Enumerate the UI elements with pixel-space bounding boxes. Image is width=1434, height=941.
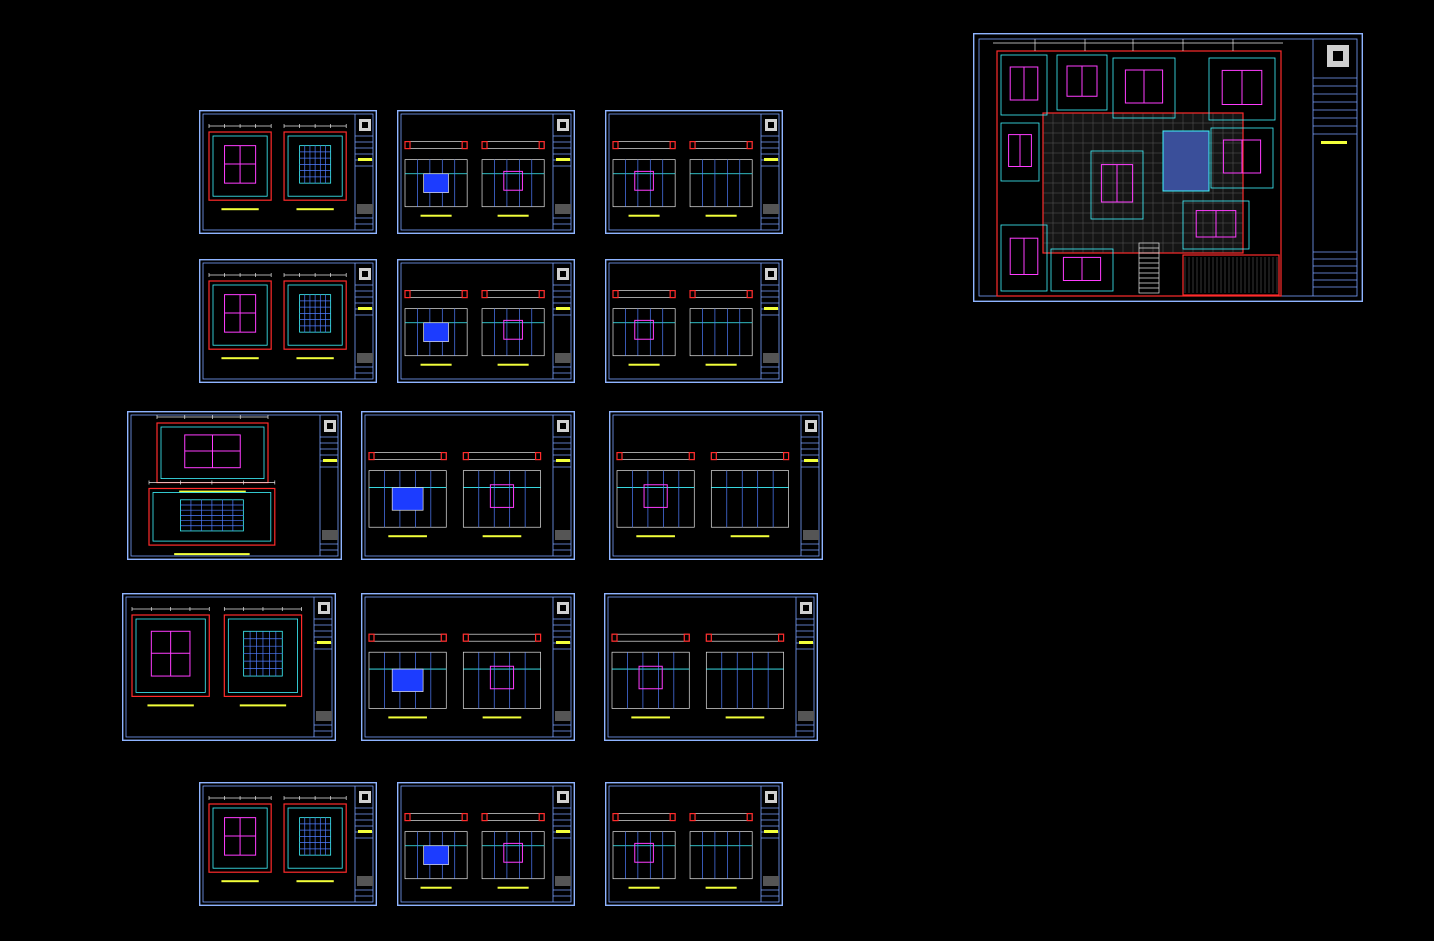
drawing-sheet-s4[interactable] [198, 258, 378, 383]
sheet-drawing [198, 258, 378, 383]
drawing-sheet-s10[interactable] [121, 592, 337, 742]
drawing-sheet-s11[interactable] [360, 592, 576, 742]
drawing-sheet-s1[interactable] [198, 109, 378, 234]
sheet-drawing [604, 109, 784, 234]
sheet-drawing [360, 410, 576, 561]
drawing-sheet-s6[interactable] [604, 258, 784, 383]
drawing-sheet-s5[interactable] [396, 258, 576, 383]
sheet-drawing [121, 592, 337, 742]
sheet-drawing [603, 592, 819, 742]
sheet-drawing [360, 592, 576, 742]
sheet-drawing [396, 258, 576, 383]
sheet-drawing [198, 109, 378, 234]
sheet-drawing [126, 410, 343, 561]
sheet-drawing [604, 781, 784, 906]
sheet-drawing [604, 258, 784, 383]
drawing-sheet-s12[interactable] [603, 592, 819, 742]
sheet-drawing [396, 781, 576, 906]
sheet-drawing [608, 410, 824, 561]
drawing-sheet-s14[interactable] [396, 781, 576, 906]
drawing-sheet-s7[interactable] [126, 410, 343, 561]
drawing-sheet-s13[interactable] [198, 781, 378, 906]
sheet-drawing [396, 109, 576, 234]
drawing-sheet-s9[interactable] [608, 410, 824, 561]
sheet-drawing [198, 781, 378, 906]
drawing-sheet-s15[interactable] [604, 781, 784, 906]
master-floor-plan-sheet[interactable] [972, 32, 1364, 303]
sheet-drawing [972, 32, 1364, 303]
drawing-sheet-s2[interactable] [396, 109, 576, 234]
drawing-sheet-s3[interactable] [604, 109, 784, 234]
drawing-sheet-s8[interactable] [360, 410, 576, 561]
